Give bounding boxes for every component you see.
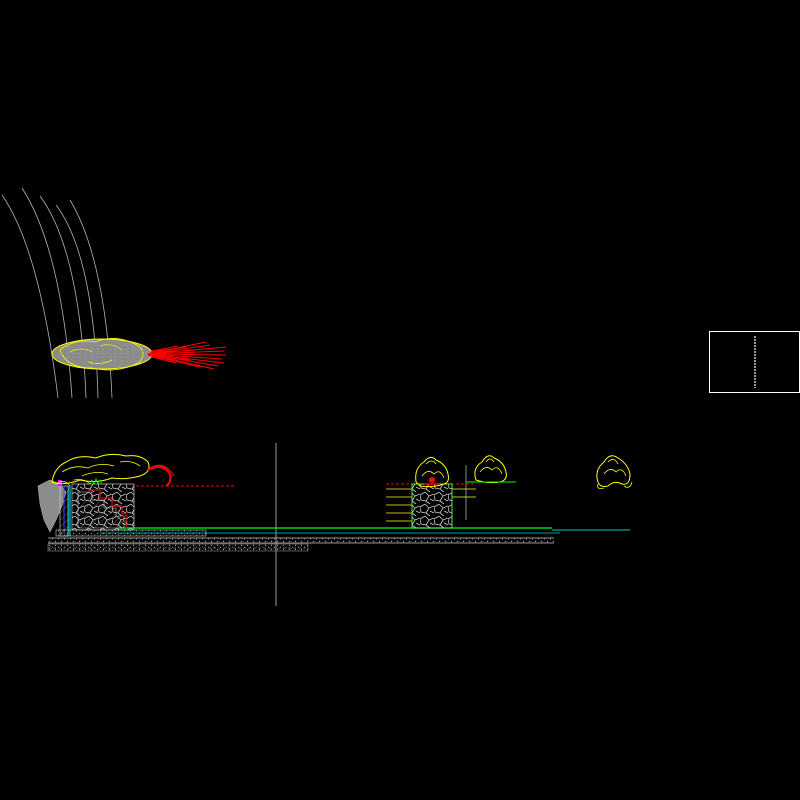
rock-face-left [37, 479, 67, 533]
ground-line-group [47, 527, 630, 552]
water-jet-section [147, 465, 172, 487]
title-block-icon [709, 331, 800, 393]
pillar-shrub-outline [415, 456, 449, 488]
rock-cluster-plan [51, 338, 153, 371]
shrub-elevation-icon [596, 455, 633, 489]
shrub-elevation-icon [466, 455, 516, 484]
rockery-outline [51, 453, 150, 485]
rockery-waterfall-section-icon [37, 453, 236, 537]
stone-pillar-section-icon [386, 456, 476, 529]
water-spray-plan [147, 341, 227, 370]
rock-waterfall-plan-icon [1, 187, 227, 399]
